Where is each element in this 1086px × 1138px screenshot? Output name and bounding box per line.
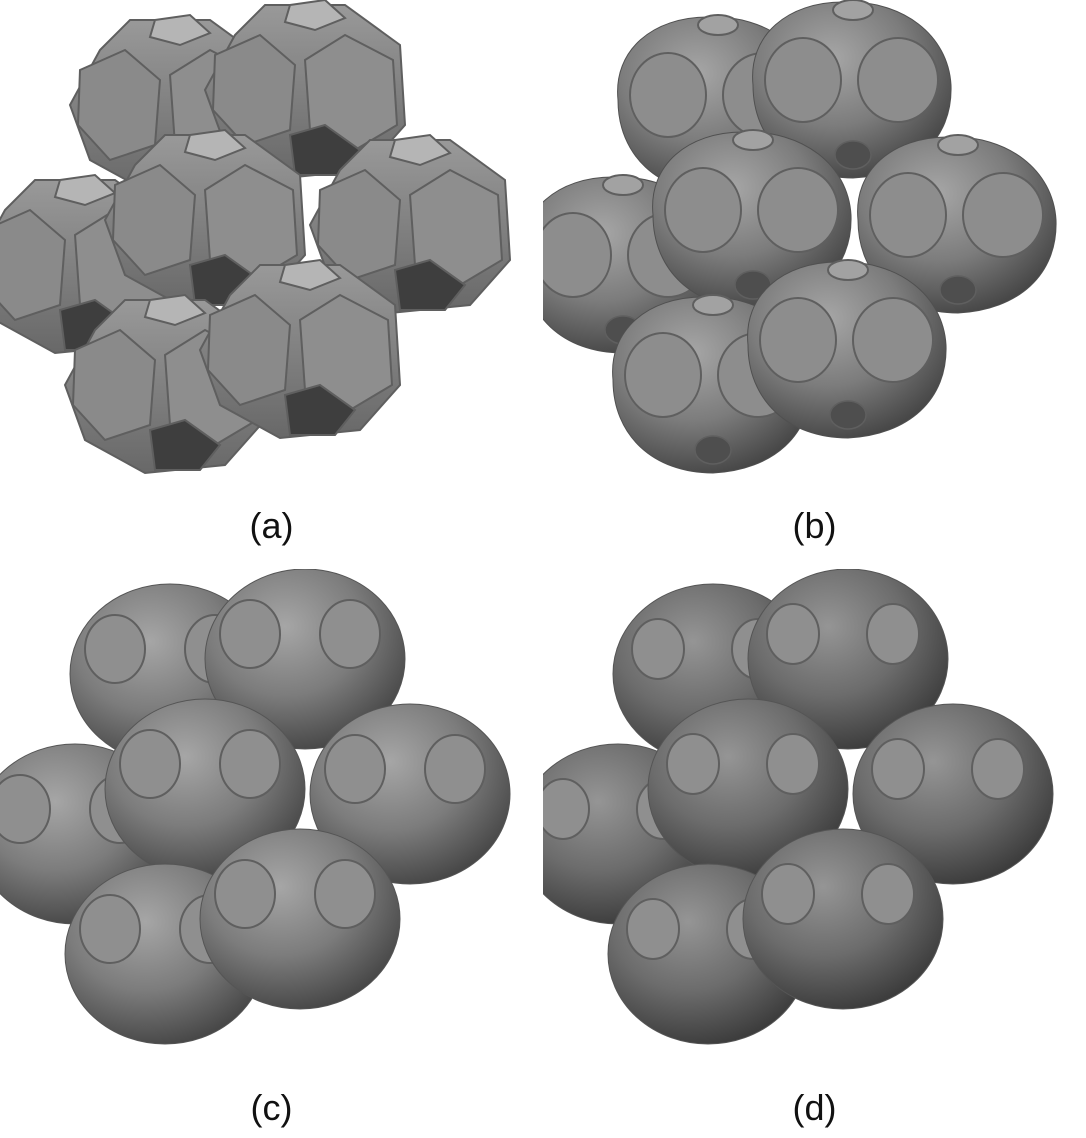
- panel-label-d: (d): [543, 1087, 1086, 1129]
- panel-b: (b): [543, 0, 1086, 569]
- panel-c: (c): [0, 569, 543, 1138]
- panel-a: (a): [0, 0, 543, 569]
- grain-illustration-d: [543, 569, 1086, 1079]
- panel-label-c: (c): [0, 1087, 543, 1129]
- grain-illustration-b: [543, 0, 1086, 510]
- grain-cluster-a: [0, 0, 510, 473]
- grain-illustration-c: [0, 569, 543, 1079]
- panel-label-a: (a): [0, 505, 543, 547]
- grain: [743, 829, 943, 1009]
- grain: [200, 829, 400, 1009]
- grain-illustration-a: [0, 0, 543, 510]
- grain-cluster-b: [543, 0, 1056, 473]
- grain-cluster-d: [543, 569, 1053, 1044]
- grain-cluster-c: [0, 569, 510, 1044]
- panel-label-b: (b): [543, 505, 1086, 547]
- grain: [748, 260, 946, 438]
- panel-d: (d): [543, 569, 1086, 1138]
